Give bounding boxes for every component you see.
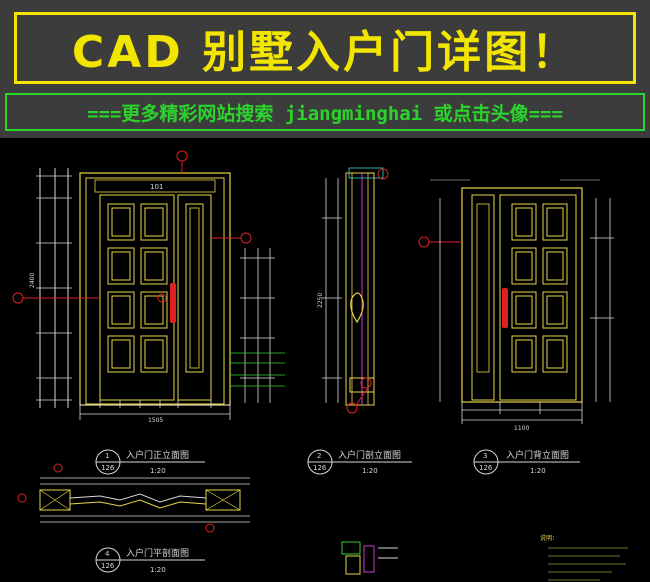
front-elevation-view: 2400 101	[12, 150, 285, 424]
cad-drawing: 2400 101	[12, 150, 628, 581]
svg-text:3: 3	[483, 452, 487, 460]
page-subtitle: ===更多精彩网站搜索 jiangminghai 或点击头像===	[87, 102, 563, 125]
view-name-2: 入户门剖立面图	[338, 449, 401, 461]
front-height-dim: 2400	[29, 273, 36, 288]
front-handle-icon	[170, 283, 176, 323]
subtitle-frame: ===更多精彩网站搜索 jiangminghai 或点击头像===	[5, 93, 645, 131]
svg-text:126: 126	[479, 464, 493, 472]
view-title-2: 2 126 入户门剖立面图 1:20	[307, 449, 412, 475]
header-banner: CAD 别墅入户门详图！ ===更多精彩网站搜索 jiangminghai 或点…	[0, 0, 650, 138]
section-height-dim: 2250	[317, 293, 324, 308]
view-title-1: 1 126 入户门正立面图 1:20	[95, 449, 205, 475]
svg-text:1:20: 1:20	[530, 467, 546, 475]
back-handle-icon	[502, 288, 508, 328]
back-width-dim: 1100	[514, 425, 529, 432]
svg-text:126: 126	[313, 464, 327, 472]
view-name-1: 入户门正立面图	[126, 449, 189, 461]
svg-text:1:20: 1:20	[362, 467, 378, 475]
view-name-3: 入户门背立面图	[506, 449, 569, 461]
svg-text:1:20: 1:20	[150, 467, 166, 475]
notes-title: 说明：	[540, 534, 558, 542]
back-elevation-view: 1100	[418, 179, 614, 432]
view-name-4: 入户门平剖面图	[126, 547, 189, 559]
svg-text:2: 2	[317, 452, 321, 460]
small-detail	[341, 541, 398, 575]
svg-text:1: 1	[105, 452, 109, 460]
front-width-dim: 1505	[148, 417, 163, 424]
door-number: 101	[150, 183, 163, 191]
page-title: CAD 别墅入户门详图！	[71, 27, 579, 78]
plan-section-view: 4 126 入户门平剖面图 1:20	[17, 463, 250, 574]
svg-text:126: 126	[101, 464, 115, 472]
svg-text:4: 4	[105, 550, 110, 558]
svg-text:126: 126	[101, 562, 115, 570]
view-title-3: 3 126 入户门背立面图 1:20	[473, 449, 580, 475]
title-frame: CAD 别墅入户门详图！	[14, 12, 636, 84]
svg-text:1:20: 1:20	[150, 566, 166, 574]
section-handle-icon	[350, 292, 364, 324]
section-elevation-view: 2250	[317, 167, 389, 414]
notes-block: 说明：	[540, 534, 628, 581]
